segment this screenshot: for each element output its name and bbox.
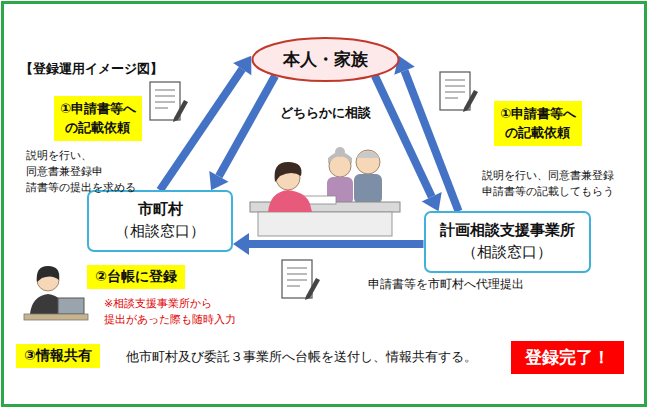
arrow-shaft: [219, 76, 275, 177]
flow-arrow: [233, 233, 424, 255]
arrow-head: [233, 233, 249, 255]
ellipse-shape: [252, 37, 398, 80]
node-subtext: （相談窓口）: [440, 242, 575, 264]
edge-note: 申請書等を市町村へ代理提出: [368, 276, 524, 293]
node-heading: 本人・家族: [283, 48, 368, 71]
node-heading: ①申請書等へ の記載依頼: [500, 104, 576, 143]
arrow-shaft: [160, 69, 242, 190]
consultation-scene: [250, 147, 400, 236]
node-heading: ③情報共有: [24, 347, 92, 365]
office-box: 計画相談支援事業所（相談窓口）: [424, 211, 591, 273]
node-heading: 登録完了！: [525, 346, 610, 369]
document-icon: [150, 82, 188, 122]
center-note: どちらかに相談: [280, 104, 371, 122]
frame: [3, 3, 646, 406]
diagram-title: 【登録運用イメージ図】: [20, 60, 163, 78]
step-callout: ③情報共有: [16, 344, 100, 368]
document-icon: [282, 260, 320, 300]
arrow-head: [209, 171, 228, 190]
step-callout: ①申請書等へ の記載依頼: [54, 96, 142, 141]
arrow-head: [422, 192, 442, 211]
node-heading: 市町村: [115, 199, 205, 221]
step-callout: ②台帳に登録: [87, 265, 185, 289]
description-text: 説明を行い、同意書兼登録申 請書等の提出を求める: [26, 148, 136, 196]
office-worker: [24, 266, 88, 320]
node-heading: ②台帳に登録: [95, 268, 177, 286]
red-note: ※相談支援事業所から 提出があった際も随時入力: [104, 296, 236, 328]
arrow-shaft: [249, 240, 424, 248]
step-callout: ①申請書等へ の記載依頼: [494, 101, 582, 146]
person-ellipse: 本人・家族: [251, 37, 400, 82]
flow-arrow: [209, 76, 275, 191]
flow-arrow: [375, 76, 442, 212]
node-heading: ①申請書等へ の記載依頼: [60, 99, 136, 138]
description-text: 他市町村及び委託３事業所へ台帳を送付し、情報共有する。: [126, 348, 477, 366]
node-subtext: （相談窓口）: [115, 221, 205, 243]
arrow-shaft: [375, 76, 432, 197]
complete-badge: 登録完了！: [511, 341, 624, 374]
arrow-head: [233, 56, 251, 75]
flow-arrow: [160, 56, 251, 190]
document-icon: [440, 72, 478, 112]
office-box: 市町村（相談窓口）: [87, 190, 233, 252]
description-text: 説明を行い、同意書兼登録 申請書等の記載してもらう: [482, 168, 614, 200]
node-heading: 計画相談支援事業所: [440, 220, 575, 242]
